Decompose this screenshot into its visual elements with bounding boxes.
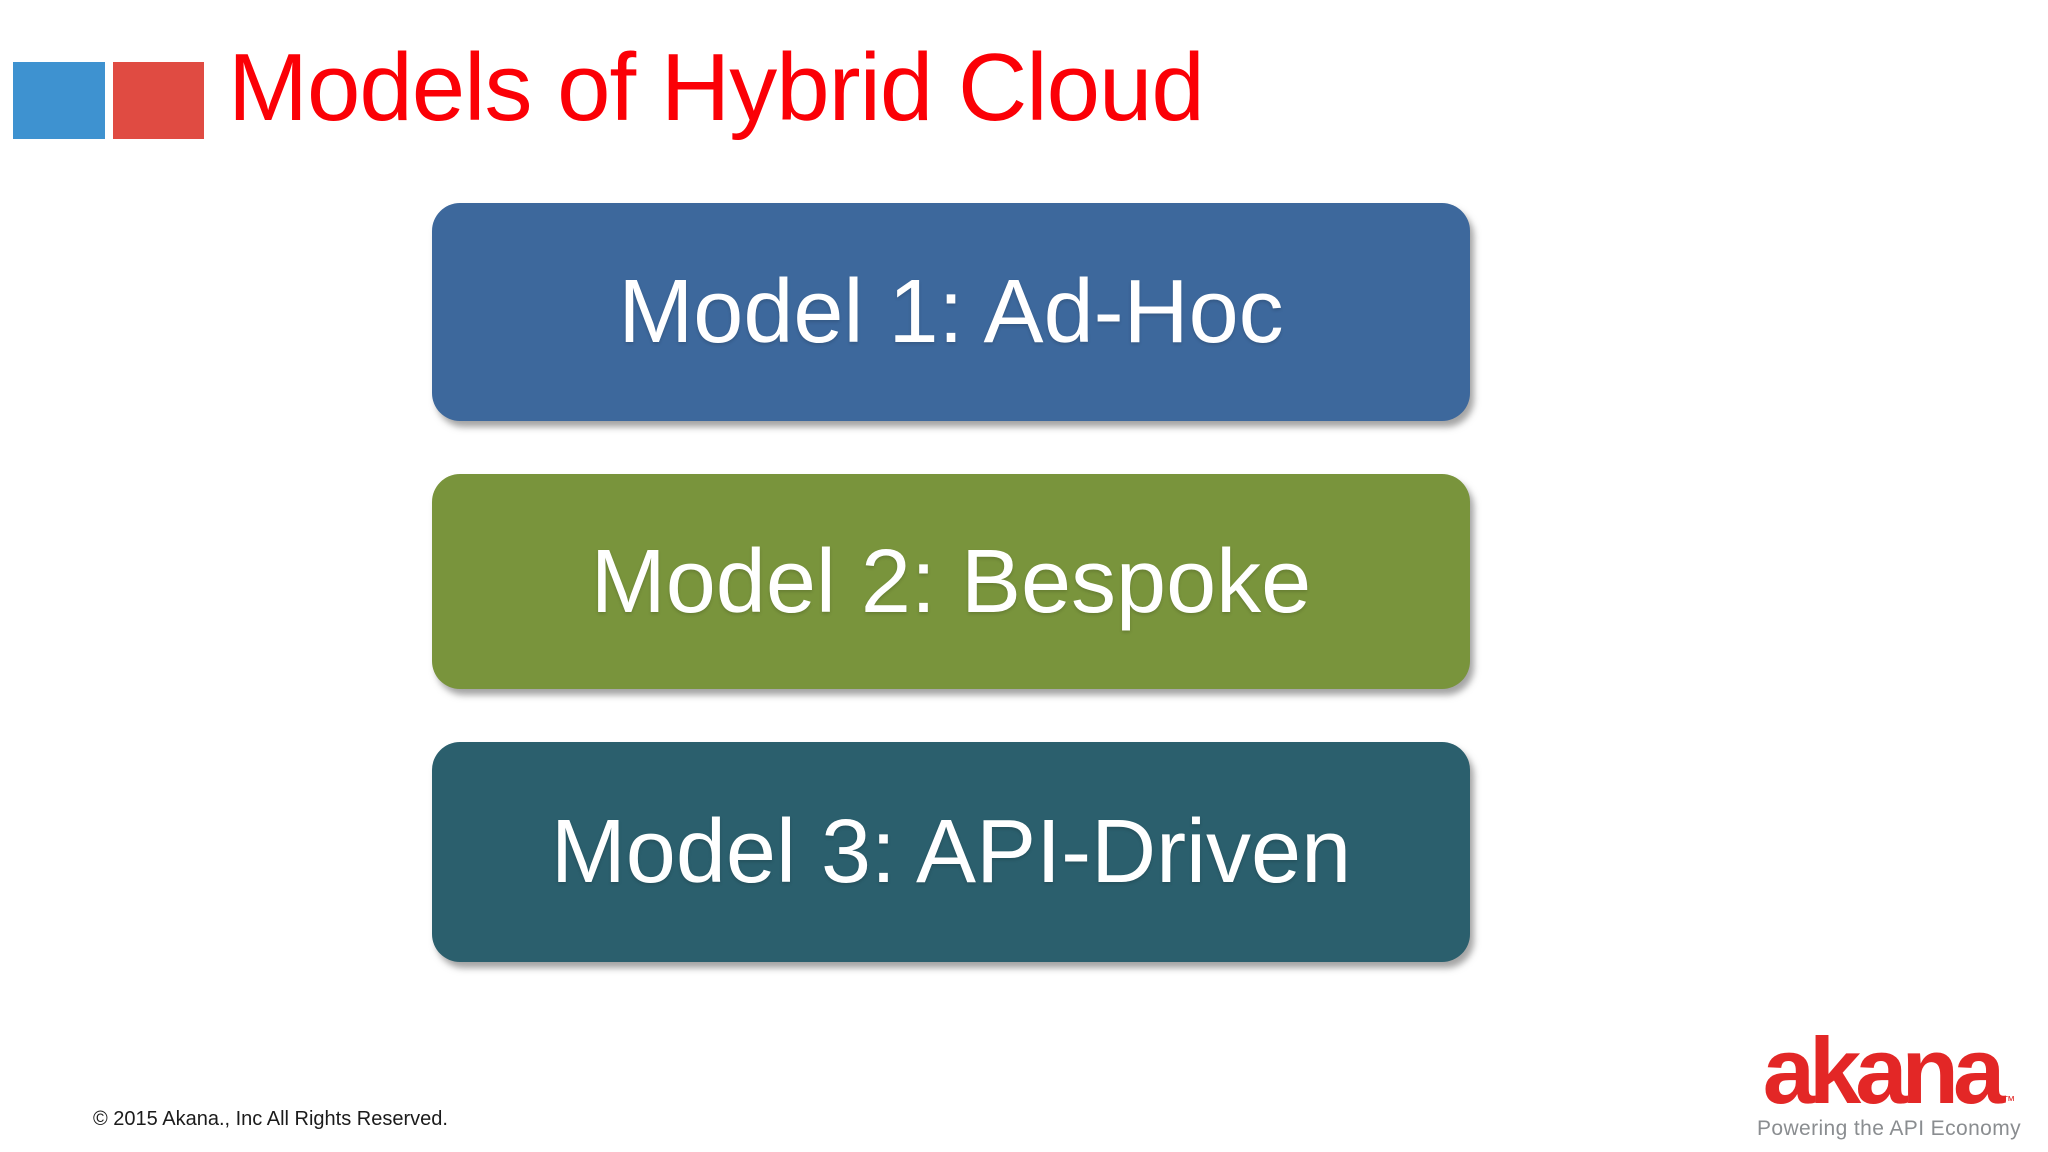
model-box-1: Model 1: Ad-Hoc [432, 203, 1470, 421]
model-box-1-label: Model 1: Ad-Hoc [618, 262, 1284, 362]
model-box-3-label: Model 3: API-Driven [550, 802, 1352, 902]
akana-logo: akana ™ Powering the API Economy [1756, 1018, 2022, 1141]
akana-trademark-symbol: ™ [2002, 1093, 2016, 1109]
model-box-2: Model 2: Bespoke [432, 474, 1470, 689]
header-square-red-decoration [113, 62, 204, 139]
header-square-blue-decoration [13, 62, 105, 139]
model-box-3: Model 3: API-Driven [432, 742, 1470, 962]
model-box-2-label: Model 2: Bespoke [590, 531, 1312, 632]
slide-title: Models of Hybrid Cloud [228, 34, 1205, 141]
akana-wordmark: akana [1762, 1018, 2006, 1123]
akana-tagline: Powering the API Economy [1756, 1117, 2022, 1141]
copyright-text: © 2015 Akana., Inc All Rights Reserved. [93, 1108, 448, 1130]
